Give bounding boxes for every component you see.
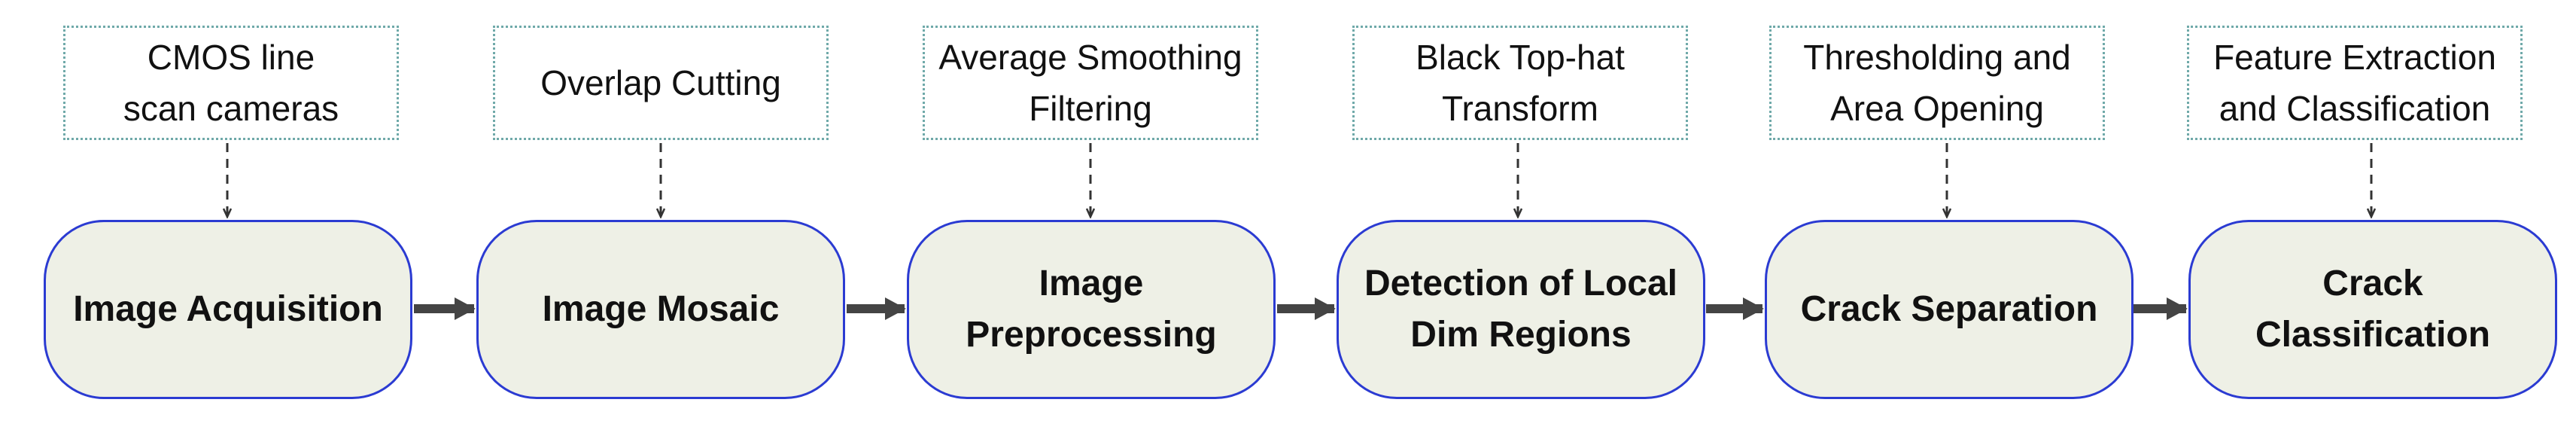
stage-label: Detection of Local Dim Regions — [1364, 264, 1678, 355]
stage-crack-separation: Crack Separation — [1765, 220, 2133, 399]
stage-label: Image Preprocessing — [966, 264, 1217, 355]
stage-label: Image Mosaic — [542, 289, 780, 329]
method-box-average-smoothing: Average Smoothing Filtering — [923, 26, 1258, 140]
method-label: CMOS line scan cameras — [123, 38, 339, 128]
stage-image-acquisition: Image Acquisition — [44, 220, 412, 399]
stage-detection-local-dim-regions: Detection of Local Dim Regions — [1337, 220, 1705, 399]
stage-label: Image Acquisition — [73, 289, 383, 329]
stage-crack-classification: Crack Classification — [2188, 220, 2557, 399]
method-box-thresholding: Thresholding and Area Opening — [1769, 26, 2105, 140]
method-box-cmos-cameras: CMOS line scan cameras — [63, 26, 399, 140]
stage-image-preprocessing: Image Preprocessing — [907, 220, 1276, 399]
stage-image-mosaic: Image Mosaic — [476, 220, 845, 399]
stage-label: Crack Separation — [1800, 289, 2098, 329]
method-label: Thresholding and Area Opening — [1803, 38, 2071, 128]
method-box-black-top-hat: Black Top-hat Transform — [1352, 26, 1688, 140]
stage-label: Crack Classification — [2255, 264, 2491, 355]
method-label: Overlap Cutting — [540, 63, 781, 102]
method-box-overlap-cutting: Overlap Cutting — [493, 26, 829, 140]
method-label: Feature Extraction and Classification — [2213, 38, 2496, 128]
method-label: Average Smoothing Filtering — [938, 38, 1242, 128]
method-box-feature-extraction: Feature Extraction and Classification — [2187, 26, 2523, 140]
method-label: Black Top-hat Transform — [1416, 38, 1625, 128]
